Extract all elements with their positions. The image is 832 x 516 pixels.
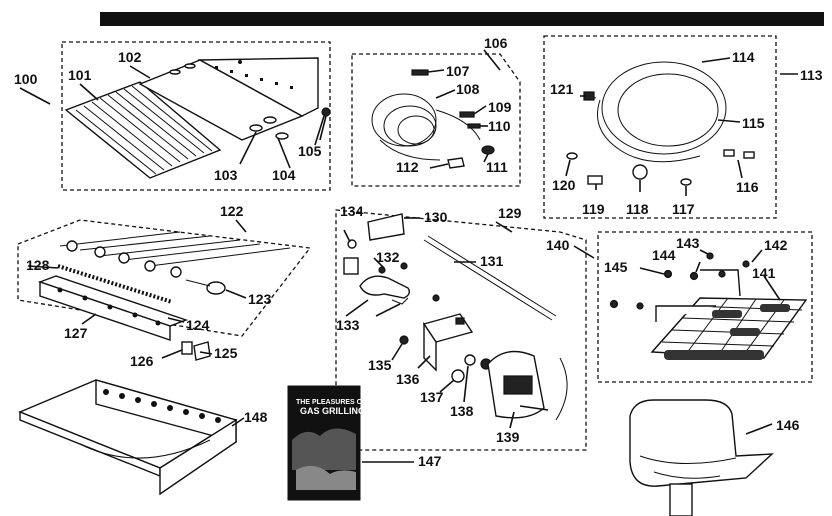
label-107: 107 (446, 63, 470, 79)
label-115: 115 (742, 115, 765, 131)
label-106: 106 (484, 35, 508, 51)
electrode-111 (481, 145, 495, 155)
label-143: 143 (676, 235, 700, 251)
bolt-145 (609, 269, 673, 310)
label-129: 129 (498, 205, 522, 221)
screw-105 (319, 107, 331, 141)
label-121: 121 (550, 81, 574, 97)
label-148: 148 (244, 409, 268, 425)
label-139: 139 (496, 429, 520, 445)
label-130: 130 (424, 209, 448, 225)
fitting-119 (587, 175, 603, 185)
label-124: 124 (186, 317, 210, 333)
spit-rod-131 (423, 235, 557, 321)
label-101: 101 (68, 67, 92, 83)
header-bar (100, 12, 824, 26)
label-131: 131 (480, 253, 504, 269)
bracket-125-126 (181, 341, 211, 361)
cookbook-147: THE PLEASURES OF GAS GRILLING (287, 385, 367, 501)
label-109: 109 (488, 99, 512, 115)
clip-112 (447, 157, 465, 169)
connector-110 (467, 123, 481, 129)
screw-144 (689, 271, 699, 281)
support-bracket-142 (655, 252, 750, 322)
label-105: 105 (298, 143, 322, 159)
label-108: 108 (456, 81, 480, 97)
washer-117 (680, 178, 692, 186)
group-113-border (543, 35, 777, 219)
label-118: 118 (626, 201, 649, 217)
burner-tubes-123 (59, 231, 291, 295)
label-144: 144 (652, 247, 676, 263)
label-116: 116 (736, 179, 759, 195)
label-110: 110 (488, 118, 511, 134)
clips-103-104 (249, 116, 289, 140)
grill-cover-146 (629, 399, 774, 516)
book-title-line1: THE PLEASURES OF (296, 399, 367, 406)
motor-bracket-136 (422, 313, 474, 372)
label-135: 135 (368, 357, 392, 373)
connector-109 (459, 111, 475, 118)
label-103: 103 (214, 167, 238, 183)
washer-137 (451, 369, 465, 383)
label-102: 102 (118, 49, 142, 65)
manifold-127 (37, 275, 189, 341)
label-113: 113 (800, 67, 823, 83)
nut-120 (566, 152, 578, 160)
group-106-border (351, 53, 521, 187)
label-122: 122 (220, 203, 244, 219)
nut-138 (464, 354, 476, 366)
label-133: 133 (336, 317, 360, 333)
label-137: 137 (420, 389, 444, 405)
clips-116 (723, 149, 755, 159)
label-147: 147 (418, 453, 442, 469)
grate-101 (64, 81, 222, 179)
group-140-border (597, 231, 813, 383)
label-141: 141 (752, 265, 776, 281)
wire-harness-108 (371, 93, 481, 161)
regulator-118 (632, 164, 648, 180)
label-134: 134 (340, 203, 364, 219)
warming-rack-102 (138, 57, 319, 141)
rock-grate-141 (650, 297, 808, 360)
label-123: 123 (248, 291, 272, 307)
label-138: 138 (450, 403, 474, 419)
side-shelf-148 (18, 379, 238, 496)
label-117: 117 (672, 201, 695, 217)
label-127: 127 (64, 325, 88, 341)
label-120: 120 (552, 177, 576, 193)
label-128: 128 (26, 257, 50, 273)
rotisserie-motor-139 (487, 350, 568, 421)
label-111: 111 (486, 159, 508, 175)
book-title-line2: GAS GRILLING (300, 406, 365, 416)
part-labels: 100 101 102 103 104 105 106 107 108 109 … (14, 35, 823, 469)
group-100-border (61, 41, 331, 191)
label-145: 145 (604, 259, 628, 275)
label-126: 126 (130, 353, 154, 369)
label-125: 125 (214, 345, 238, 361)
hose-114-115 (587, 61, 727, 163)
label-146: 146 (776, 417, 800, 433)
label-100: 100 (14, 71, 38, 87)
label-104: 104 (272, 167, 296, 183)
connector-107 (411, 69, 429, 76)
label-119: 119 (582, 201, 605, 217)
label-114: 114 (732, 49, 755, 65)
label-140: 140 (546, 237, 570, 253)
label-136: 136 (396, 371, 420, 387)
rotisserie-bracket-130 (367, 213, 405, 241)
screw-135 (399, 335, 409, 345)
label-142: 142 (764, 237, 788, 253)
label-112: 112 (396, 159, 419, 175)
label-132: 132 (376, 249, 400, 265)
group-122-border (17, 219, 312, 337)
